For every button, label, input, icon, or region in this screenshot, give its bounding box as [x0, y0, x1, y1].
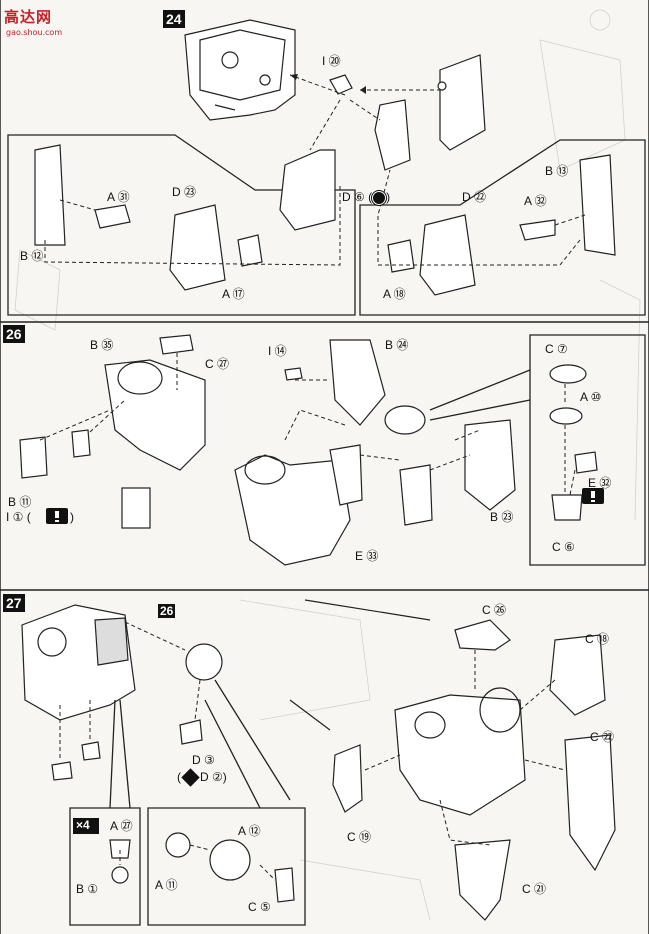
- site-watermark: 高达网 gao.shou.com: [4, 6, 84, 40]
- part-label-c22: C ㉒: [590, 730, 615, 744]
- d-swap-icon: [181, 768, 200, 788]
- part-label-i14: I ⑭: [268, 344, 287, 358]
- step-number-26: 26: [3, 325, 25, 343]
- part-label-d6: D ⑥ (): [342, 189, 391, 206]
- part-label-c19: C ⑲: [347, 830, 372, 844]
- part-label-i20: I ⑳: [322, 54, 341, 68]
- part-label-b23: B ㉓: [490, 510, 514, 524]
- part-label-a32: A ㉜: [524, 194, 547, 208]
- part-label-b24: B ㉔: [385, 338, 409, 352]
- part-label-d2: D ②): [200, 770, 227, 784]
- part-label-b1: B ①: [76, 882, 99, 896]
- part-label-c18: C ⑱: [585, 632, 610, 646]
- part-label-i1: I ① (: [6, 510, 31, 524]
- part-label-c21: C ㉑: [522, 882, 547, 896]
- circle-mark-icon: [371, 189, 388, 206]
- part-label-a12: A ⑫: [238, 824, 261, 838]
- part-label-d2-open: (: [177, 770, 181, 784]
- quantity-label-x4: ×4: [76, 818, 90, 832]
- part-label-a17: A ⑰: [222, 287, 245, 301]
- part-label-a18: A ⑱: [383, 287, 406, 301]
- part-label-e33: E ㉝: [355, 549, 379, 563]
- part-label-a10: A ⑩: [580, 390, 602, 404]
- part-label-d6-close: ): [386, 190, 391, 204]
- part-label-c7: C ⑦: [545, 342, 568, 356]
- part-label-d3: D ③: [192, 753, 215, 767]
- part-label-d23: D ㉓: [172, 185, 197, 199]
- part-label-a11: A ⑪: [155, 878, 178, 892]
- part-label-a31: A ㉛: [107, 190, 130, 204]
- step-number-27: 27: [3, 594, 25, 612]
- part-label-c26: C ㉖: [482, 603, 507, 617]
- step-number-24: 24: [163, 10, 185, 28]
- part-label-c27: C ㉗: [205, 357, 230, 371]
- part-label-i1-text: I ① (: [6, 510, 31, 524]
- part-label-e32: E ㉜: [588, 476, 612, 490]
- part-label-b11: B ⑪: [8, 495, 32, 509]
- part-label-d22: D ㉒: [462, 190, 487, 204]
- step-reference-26: 26: [158, 604, 176, 618]
- watermark-url: gao.shou.com: [6, 28, 63, 37]
- part-label-a27: A ㉗: [110, 819, 133, 833]
- part-label-b13: B ⑬: [545, 164, 569, 178]
- watermark-logo: 高达网: [4, 8, 53, 26]
- part-label-d6-text: D ⑥ (: [342, 190, 373, 204]
- part-label-b35: B ㉟: [90, 338, 114, 352]
- part-label-b12: B ⑫: [20, 249, 44, 263]
- part-label-i1-close: ): [70, 510, 74, 524]
- part-label-c6: C ⑥: [552, 540, 575, 554]
- part-label-c5: C ⑤: [248, 900, 271, 914]
